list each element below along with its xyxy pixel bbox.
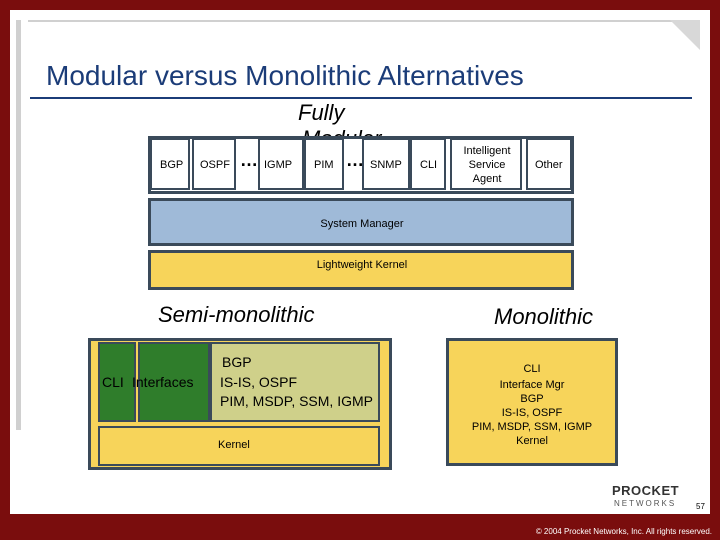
module-bgp: BGP	[150, 138, 190, 190]
module-cli-label: CLI	[420, 159, 438, 171]
module-pim: PIM	[304, 138, 344, 190]
title-underline	[30, 97, 692, 99]
copyright-footer: © 2004 Procket Networks, Inc. All rights…	[535, 527, 712, 536]
module-bgp-label: BGP	[160, 159, 184, 171]
module-isa-label: Intelligent Service Agent	[463, 145, 511, 185]
semi-protocols-box	[210, 342, 380, 422]
module-pim-label: PIM	[314, 159, 334, 171]
module-igmp: IGMP	[258, 138, 304, 190]
module-other: Other	[526, 138, 572, 190]
semi-monolithic-heading: Semi-monolithic	[158, 302, 315, 327]
semi-interfaces-box	[138, 342, 210, 422]
monolithic-line-5: PIM, MSDP, SSM, IGMP	[471, 421, 593, 433]
monolithic-line-2: Interface Mgr	[499, 379, 565, 391]
module-intelligent-service-agent: Intelligent Service Agent	[450, 138, 522, 190]
system-manager-box: System Manager	[148, 198, 574, 246]
module-snmp: SNMP	[362, 138, 410, 190]
module-ospf: OSPF	[192, 138, 236, 190]
module-igmp-label: IGMP	[264, 159, 293, 171]
monolithic-line-6: Kernel	[516, 435, 548, 447]
semi-kernel-box	[98, 426, 380, 466]
semi-protocol-line-2: IS-IS, OSPF	[220, 374, 298, 390]
procket-logo: PROCKET NETWORKS	[612, 483, 688, 513]
decorative-left-bar	[16, 20, 21, 430]
page-number: 57	[696, 502, 705, 511]
monolithic-heading: Monolithic	[494, 304, 594, 329]
semi-kernel-label: Kernel	[218, 439, 250, 451]
monolithic-line-3: BGP	[520, 393, 544, 405]
semi-cli-label: CLI	[102, 374, 124, 390]
monolithic-box: CLI Interface Mgr BGP IS-IS, OSPF PIM, M…	[446, 338, 618, 466]
semi-cli-box	[98, 342, 136, 422]
semi-protocol-line-1: BGP	[222, 354, 252, 370]
lightweight-kernel-label: Lightweight Kernel	[316, 259, 408, 271]
lightweight-kernel-box: Lightweight Kernel	[148, 250, 574, 290]
module-other-label: Other	[535, 159, 563, 171]
logo-sub: NETWORKS	[614, 499, 677, 508]
module-snmp-label: SNMP	[370, 159, 402, 171]
ellipsis-2: …	[346, 150, 364, 170]
ellipsis-1: …	[240, 150, 258, 170]
system-manager-label: System Manager	[320, 218, 404, 230]
monolithic-line-4: IS-IS, OSPF	[501, 407, 563, 419]
module-cli: CLI	[410, 138, 446, 190]
logo-name: PROCKET	[612, 483, 680, 498]
slide-title: Modular versus Monolithic Alternatives	[46, 60, 524, 91]
semi-interfaces-label: Interfaces	[132, 374, 194, 390]
module-ospf-label: OSPF	[200, 159, 230, 171]
decorative-top-rule	[28, 20, 673, 22]
monolithic-line-1: CLI	[523, 363, 541, 375]
semi-protocol-line-3: PIM, MSDP, SSM, IGMP	[220, 393, 373, 409]
fully-modular-heading-line1: Fully	[298, 100, 345, 125]
